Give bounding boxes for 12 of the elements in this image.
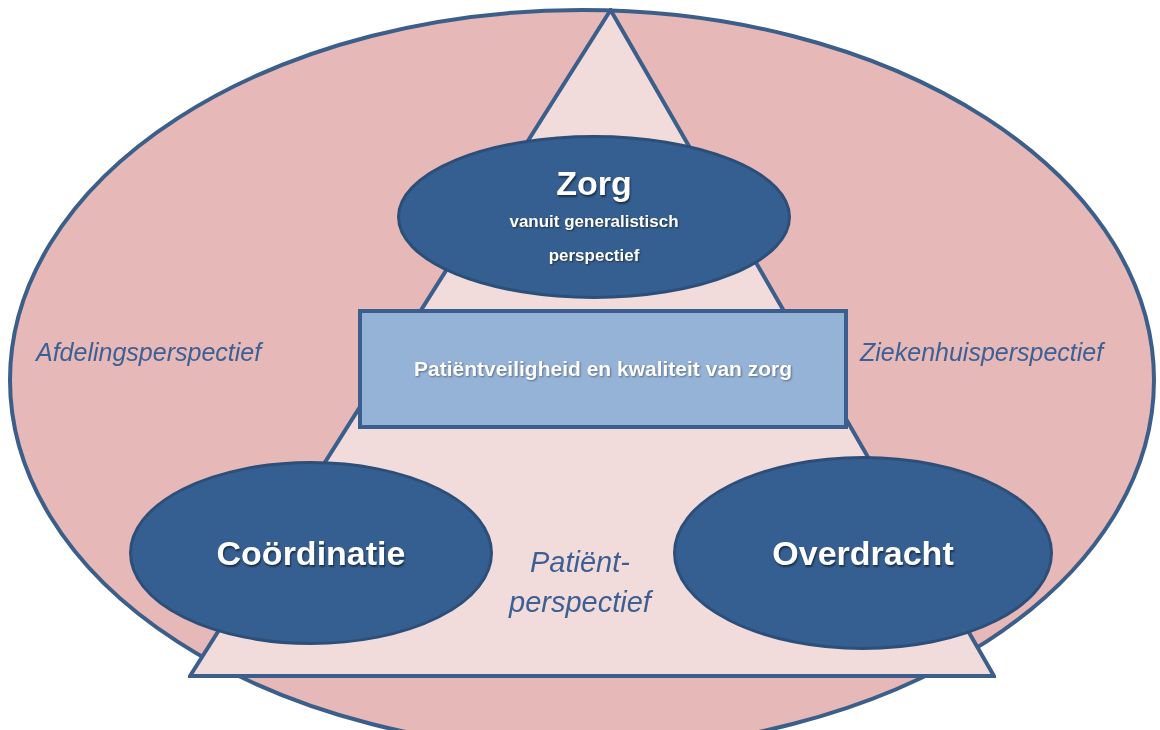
rectangle [358, 309, 848, 429]
perspective-label: Afdelingsperspectief [36, 337, 265, 368]
node-subtitle: vanuit generalistisch perspectief [508, 211, 680, 267]
node-title: Zorg [556, 163, 632, 204]
oval [129, 461, 493, 645]
node-title: Patiëntveiligheid en kwaliteit van zorg [412, 356, 794, 382]
node-title: Overdracht [772, 532, 954, 574]
oval [397, 135, 791, 299]
perspective-label: Ziekenhuisperspectief [860, 337, 1107, 368]
oval [673, 456, 1053, 650]
node-title: Coördinatie [216, 532, 406, 574]
perspective-label: Patiënt- perspectief [480, 542, 680, 622]
